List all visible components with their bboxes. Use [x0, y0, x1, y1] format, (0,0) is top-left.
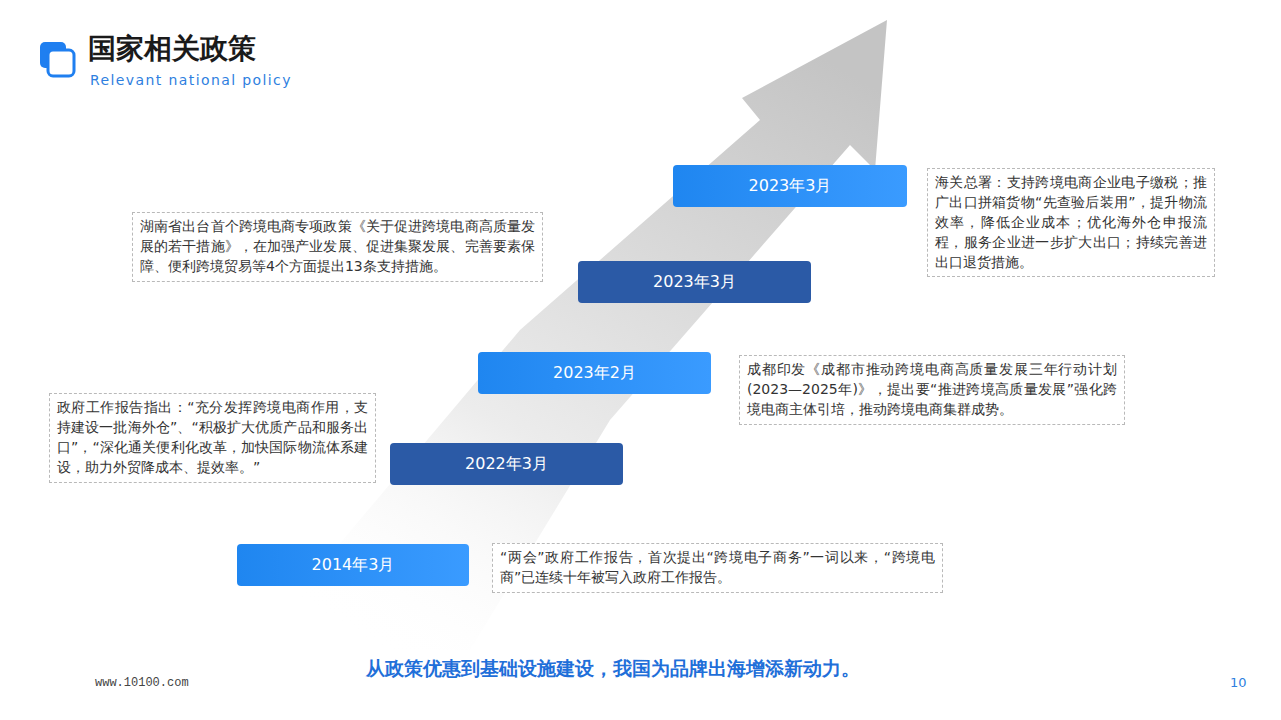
- policy-text: “两会”政府工作报告，首次提出“跨境电子商务”一词以来，“跨境电商”已连续十年被…: [500, 548, 935, 588]
- date-text: 2014年3月: [312, 555, 395, 576]
- date-text: 2023年3月: [749, 176, 832, 197]
- policy-note-box: 湖南省出台首个跨境电商专项政策《关于促进跨境电商高质量发展的若干措施》，在加强产…: [132, 212, 543, 282]
- date-text: 2023年2月: [553, 363, 636, 384]
- logo-front: [48, 50, 74, 76]
- caption-text: 从政策优惠到基础设施建设，我国为品牌出海增添新动力。: [366, 657, 860, 679]
- policy-note-box: 海关总署：支持跨境电商企业电子缴税；推广出口拼箱货物“先查验后装用”，提升物流效…: [927, 168, 1215, 277]
- date-box: 2023年3月: [578, 261, 811, 303]
- subtitle: Relevant national policy: [90, 72, 292, 88]
- page-caption: 从政策优惠到基础设施建设，我国为品牌出海增添新动力。: [0, 656, 1281, 682]
- policy-text: 政府工作报告指出：“充分发挥跨境电商作用，支持建设一批海外仓”、“积极扩大优质产…: [57, 398, 368, 478]
- policy-text: 海关总署：支持跨境电商企业电子缴税；推广出口拼箱货物“先查验后装用”，提升物流效…: [935, 173, 1207, 272]
- website-url: www.10100.com: [95, 676, 189, 690]
- page-title: 国家相关政策: [88, 30, 256, 68]
- policy-note-box: 政府工作报告指出：“充分发挥跨境电商作用，支持建设一批海外仓”、“积极扩大优质产…: [49, 393, 376, 483]
- policy-note-box: 成都印发《成都市推动跨境电商高质量发展三年行动计划(2023—2025年)》，提…: [739, 355, 1125, 425]
- policy-note-box: “两会”政府工作报告，首次提出“跨境电子商务”一词以来，“跨境电商”已连续十年被…: [492, 543, 943, 593]
- policy-text: 成都印发《成都市推动跨境电商高质量发展三年行动计划(2023—2025年)》，提…: [747, 360, 1117, 420]
- date-box: 2023年2月: [478, 352, 711, 394]
- policy-text: 湖南省出台首个跨境电商专项政策《关于促进跨境电商高质量发展的若干措施》，在加强产…: [140, 217, 535, 277]
- date-box: 2014年3月: [237, 544, 469, 586]
- date-text: 2023年3月: [653, 272, 736, 293]
- date-box: 2023年3月: [673, 165, 907, 207]
- date-text: 2022年3月: [465, 454, 548, 475]
- date-box: 2022年3月: [390, 443, 623, 485]
- page-number: 10: [1230, 675, 1247, 690]
